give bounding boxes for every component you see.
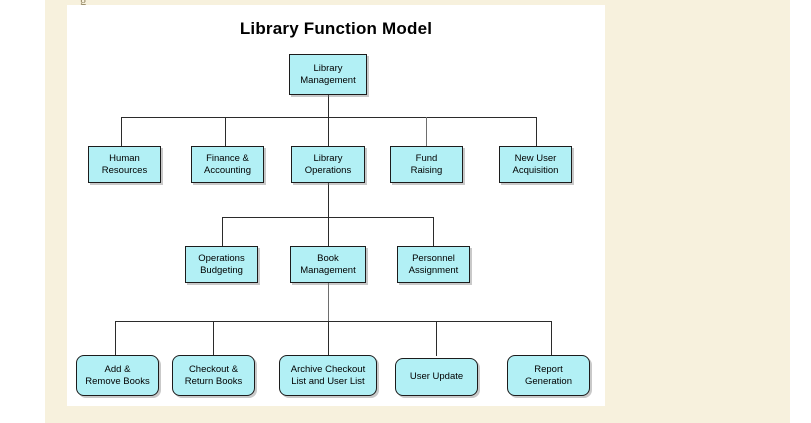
node-new-user-acquisition[interactable]: New User Acquisition [499,146,572,183]
node-archive-checkout-list[interactable]: Archive Checkout List and User List [279,355,377,396]
node-operations-budgeting-text: Operations Budgeting [198,253,244,276]
connector-drop-library-operations [328,117,329,146]
connector-drop-operations-budgeting [222,217,223,247]
node-user-update[interactable]: User Update [395,358,478,396]
node-add-remove-books[interactable]: Add & Remove Books [76,355,159,396]
node-line-2: Return Books [184,375,243,387]
node-new-user-acquisition-text: New User Acquisition [513,153,559,176]
node-library-management[interactable]: Library Management [289,54,367,95]
node-operations-budgeting[interactable]: Operations Budgeting [185,246,258,283]
node-book-management-text: Book Management [300,253,355,276]
node-line-1: Report [534,364,563,375]
node-library-operations-text: Library Operations [305,153,351,176]
node-library-operations[interactable]: Library Operations [291,146,365,183]
connector-drop-personnel-assignment [433,217,434,247]
node-line-1: Archive Checkout [290,364,366,375]
connector-level4-bus [115,321,552,322]
node-human-resources-text: Human Resources [102,153,147,176]
node-report-generation-text: Report Generation [525,364,572,387]
connector-drop-checkout-return-books [213,321,214,356]
node-line-1: Finance & [206,153,249,164]
node-line-2: Resources [101,164,148,176]
node-line-2: Management [300,74,356,86]
node-personnel-assignment[interactable]: Personnel Assignment [397,246,470,283]
node-line-1: Book [317,253,339,264]
node-line-2: Acquisition [512,164,559,176]
node-line-1: User Update [409,371,464,383]
connector-drop-add-remove-books [115,321,116,356]
connector-drop-finance-accounting [225,117,226,146]
connector-root-stem [328,95,329,117]
connector-book-management-stem [328,283,329,321]
node-line-1: Library [313,63,343,74]
node-checkout-return-books-text: Checkout & Return Books [185,364,243,387]
node-line-1: Library [313,153,343,164]
node-line-1: Fund [415,153,438,164]
left-page-margin [0,0,45,423]
connector-drop-new-user-acquisition [536,117,537,146]
node-line-1: Operations [198,253,245,264]
node-fund-raising[interactable]: Fund Raising [390,146,463,183]
node-line-1: Personnel [412,253,455,264]
connector-library-operations-stem [328,183,329,217]
node-library-management-text: Library Management [300,63,355,86]
node-archive-checkout-list-text: Archive Checkout List and User List [291,364,365,387]
node-checkout-return-books[interactable]: Checkout & Return Books [172,355,255,396]
node-line-1: New User [514,153,557,164]
node-line-1: Human [109,153,140,164]
connector-drop-user-update [436,321,437,356]
node-line-1: Add & [104,364,131,375]
connector-drop-report-generation [551,321,552,356]
node-line-2: Operations [304,164,352,176]
node-finance-accounting-text: Finance & Accounting [204,153,251,176]
node-finance-accounting[interactable]: Finance & Accounting [191,146,264,183]
node-book-management[interactable]: Book Management [290,246,366,283]
connector-drop-archive-checkout-list [328,321,329,356]
node-line-2: Accounting [203,164,251,176]
node-line-2: Raising [410,164,443,176]
connector-drop-book-management [328,217,329,247]
node-fund-raising-text: Fund Raising [411,153,443,176]
node-line-2: Budgeting [200,264,243,276]
node-human-resources[interactable]: Human Resources [88,146,161,183]
node-line-2: Management [300,264,356,276]
node-line-2: Remove Books [85,375,150,387]
connector-drop-fund-raising [426,117,427,146]
node-user-update-text: User Update [410,371,463,383]
node-add-remove-books-text: Add & Remove Books [85,364,149,387]
node-line-1: Checkout & [188,364,239,375]
clipped-text-artifact: g [80,0,87,8]
node-report-generation[interactable]: Report Generation [507,355,590,396]
connector-drop-human-resources [121,117,122,146]
node-line-2: Assignment [408,264,459,276]
page-title: Library Function Model [239,19,433,38]
node-line-2: List and User List [291,375,365,387]
diagram-canvas: Library Function Model Library Managemen… [67,5,605,406]
node-line-2: Generation [524,375,572,387]
right-page-margin [790,0,811,423]
node-personnel-assignment-text: Personnel Assignment [409,253,459,276]
